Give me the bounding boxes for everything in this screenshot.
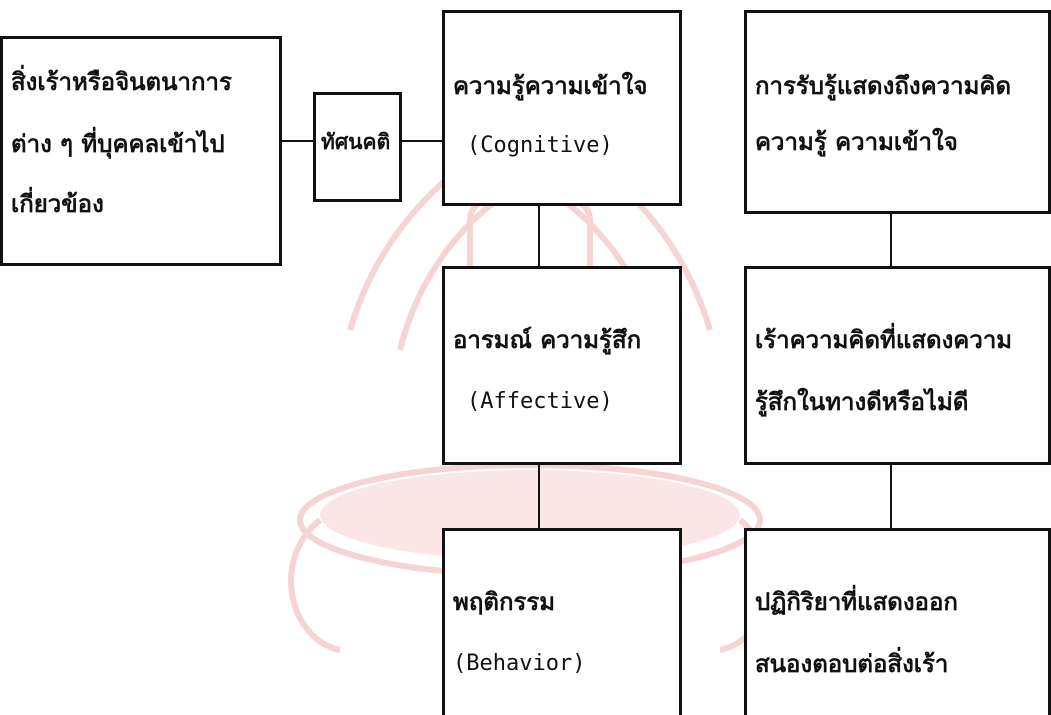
- stimulus-line-1: สิ่งเร้าหรือจินตนาการ: [11, 68, 232, 96]
- attitude-label: ทัศนคติ: [321, 130, 391, 154]
- attitude-box: ทัศนคติ: [313, 92, 402, 202]
- desc-behavior-line-2: สนองตอบต่อสิ่งเร้า: [755, 650, 949, 678]
- behavior-box: พฤติกรรม (Behavior): [442, 528, 682, 715]
- stimulus-box: สิ่งเร้าหรือจินตนาการ ต่าง ๆ ที่บุคคลเข้…: [0, 36, 282, 266]
- desc-affective-line-2: รู้สึกในทางดีหรือไม่ดี: [755, 388, 969, 416]
- desc-cognitive-line-1: การรับรู้แสดงถึงความคิด: [755, 72, 1012, 100]
- affective-box: อารมณ์ ความรู้สึก (Affective): [442, 266, 682, 465]
- connector-desc-cognitive-affective: [890, 212, 892, 268]
- desc-cognitive-box: การรับรู้แสดงถึงความคิด ความรู้ ความเข้า…: [744, 10, 1051, 214]
- stimulus-line-2: ต่าง ๆ ที่บุคคลเข้าไป: [11, 130, 225, 158]
- connector-stimulus-attitude: [280, 140, 315, 142]
- desc-behavior-line-1: ปฏิกิริยาที่แสดงออก: [755, 588, 958, 616]
- desc-cognitive-line-2: ความรู้ ความเข้าใจ: [755, 128, 958, 156]
- behavior-thai-label: พฤติกรรม: [453, 588, 556, 616]
- connector-desc-affective-behavior: [890, 463, 892, 530]
- desc-behavior-box: ปฏิกิริยาที่แสดงออก สนองตอบต่อสิ่งเร้า: [744, 528, 1051, 715]
- cognitive-english-label: (Cognitive): [467, 133, 613, 158]
- behavior-english-label: (Behavior): [453, 651, 586, 676]
- desc-affective-box: เร้าความคิดที่แสดงความ รู้สึกในทางดีหรือ…: [744, 266, 1051, 465]
- connector-attitude-cognitive: [400, 140, 444, 142]
- stimulus-line-3: เกี่ยวข้อง: [11, 190, 104, 218]
- cognitive-box: ความรู้ความเข้าใจ (Cognitive): [442, 10, 682, 206]
- connector-affective-behavior: [538, 463, 540, 530]
- connector-cognitive-affective: [538, 204, 540, 268]
- cognitive-thai-label: ความรู้ความเข้าใจ: [453, 72, 648, 100]
- affective-thai-label: อารมณ์ ความรู้สึก: [453, 326, 642, 354]
- affective-english-label: (Affective): [467, 389, 613, 414]
- desc-affective-line-1: เร้าความคิดที่แสดงความ: [755, 326, 1013, 354]
